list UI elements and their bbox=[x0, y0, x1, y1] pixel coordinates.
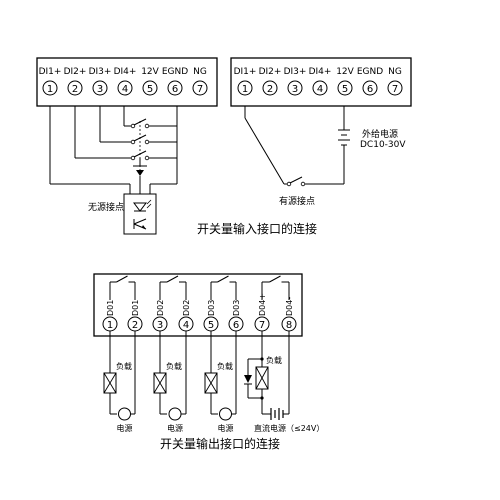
external-power-range: DC10-30V bbox=[360, 140, 406, 150]
output-terminal-label-6: D03 bbox=[232, 300, 241, 316]
passive-contact-label: 无源接点 bbox=[88, 201, 124, 213]
power-source-3 bbox=[219, 407, 232, 421]
input-right-terminal-label-5: 12V bbox=[336, 67, 354, 77]
input-right-terminal-label-3: DI3+ bbox=[284, 67, 307, 77]
active-contact-label: 有源接点 bbox=[279, 195, 315, 207]
optocoupler bbox=[123, 193, 157, 235]
input-left-terminal-number-3: 3 bbox=[97, 84, 103, 95]
output-terminal-number-4: 4 bbox=[183, 320, 189, 331]
output-terminal-block: D01 D01 D02 D02 D03 D03 D04+ D04- 1 2 3 4 5 6 7 8 bbox=[93, 273, 303, 337]
input-caption: 开关量输入接口的连接 bbox=[197, 221, 317, 236]
input-right-terminal-2 bbox=[262, 80, 278, 96]
output-terminal-label-7: D04+ bbox=[258, 293, 267, 316]
input-right-terminal-number-4: 4 bbox=[317, 84, 323, 95]
external-power-label: 外给电源 bbox=[362, 128, 398, 140]
output-terminal-label-2: D01 bbox=[131, 300, 140, 316]
input-right-terminal-6 bbox=[362, 80, 378, 96]
input-left-terminal-3 bbox=[92, 80, 108, 96]
input-left-terminal-label-6: EGND bbox=[162, 67, 188, 77]
input-left-terminal-7 bbox=[192, 80, 208, 96]
input-right-wiring: 有源接点 外给电源 DC10-30V bbox=[244, 106, 406, 207]
input-right-terminal-7 bbox=[387, 80, 403, 96]
input-left-terminal-6 bbox=[167, 80, 183, 96]
output-circuit-4: 负载 bbox=[244, 331, 290, 420]
input-right-terminal-5 bbox=[337, 80, 353, 96]
output-contact-4 bbox=[261, 275, 290, 300]
output-terminal-number-3: 3 bbox=[157, 320, 163, 331]
input-left-terminal-label-1: DI1+ bbox=[39, 67, 62, 77]
input-left-terminal-number-4: 4 bbox=[122, 84, 128, 95]
input-right-terminal-number-5: 5 bbox=[342, 84, 348, 95]
input-left-terminal-number-7: 7 bbox=[197, 84, 203, 95]
input-right-terminal-label-1: DI1+ bbox=[234, 67, 257, 77]
load-label-4: 负载 bbox=[266, 355, 282, 365]
output-terminal-label-8: D04- bbox=[285, 297, 294, 316]
output-terminal-number-1: 1 bbox=[107, 320, 113, 331]
output-terminal-number-5: 5 bbox=[208, 320, 214, 331]
output-terminal-label-5: D03 bbox=[207, 300, 216, 316]
input-right-terminal-number-2: 2 bbox=[267, 84, 273, 95]
input-right-terminal-label-7: NG bbox=[388, 67, 402, 77]
load-label-3: 负载 bbox=[217, 361, 233, 371]
flyback-diode bbox=[244, 375, 252, 383]
power-source-1 bbox=[118, 407, 131, 421]
input-left-terminal-1 bbox=[42, 80, 58, 96]
output-terminal-label-1: D01 bbox=[106, 300, 115, 316]
input-right-terminal-number-6: 6 bbox=[367, 84, 373, 95]
output-terminal-number-7: 7 bbox=[259, 320, 265, 331]
input-right-terminal-1 bbox=[237, 80, 253, 96]
input-left-wiring: 无源接点 bbox=[49, 106, 178, 235]
output-caption: 开关量输出接口的连接 bbox=[160, 436, 280, 451]
input-left-terminal-label-5: 12V bbox=[141, 67, 159, 77]
input-left-terminal-4 bbox=[117, 80, 133, 96]
output-terminal-number-2: 2 bbox=[132, 320, 138, 331]
input-right-terminal-3 bbox=[287, 80, 303, 96]
input-right-terminal-label-4: DI4+ bbox=[309, 67, 332, 77]
output-box bbox=[93, 273, 303, 337]
input-left-terminal-5 bbox=[142, 80, 158, 96]
input-left-terminal-2 bbox=[67, 80, 83, 96]
input-right-terminal-label-6: EGND bbox=[357, 67, 383, 77]
input-left-terminal-label-7: NG bbox=[193, 67, 207, 77]
output-terminal-label-3: D02 bbox=[156, 300, 165, 316]
input-left-terminal-label-4: DI4+ bbox=[114, 67, 137, 77]
output-contact-2 bbox=[159, 275, 187, 300]
power-label-3: 电源 bbox=[218, 423, 234, 433]
output-terminal-number-6: 6 bbox=[233, 320, 239, 331]
load-label-2: 负载 bbox=[166, 361, 182, 371]
input-left-terminal-number-5: 5 bbox=[147, 84, 153, 95]
dc-power-label: 直流电源（≤24V） bbox=[254, 423, 324, 433]
input-right-terminal-number-3: 3 bbox=[292, 84, 298, 95]
output-contact-3 bbox=[210, 275, 237, 300]
input-right-terminal-number-1: 1 bbox=[242, 84, 248, 95]
input-left-terminal-label-2: DI2+ bbox=[64, 67, 87, 77]
output-terminal-number-8: 8 bbox=[286, 320, 292, 331]
input-right-terminal-number-7: 7 bbox=[392, 84, 398, 95]
input-left-terminal-number-1: 1 bbox=[47, 84, 53, 95]
input-right-terminal-4 bbox=[312, 80, 328, 96]
output-contact-1 bbox=[109, 275, 136, 300]
load-label-1: 负载 bbox=[116, 361, 132, 371]
input-left-terminal-label-3: DI3+ bbox=[89, 67, 112, 77]
output-terminal-label-4: D02 bbox=[182, 300, 191, 316]
input-left-terminal-number-6: 6 bbox=[172, 84, 178, 95]
power-label-1: 电源 bbox=[117, 423, 133, 433]
power-source-2 bbox=[168, 407, 182, 421]
power-label-2: 电源 bbox=[167, 423, 183, 433]
input-right-terminal-label-2: DI2+ bbox=[259, 67, 282, 77]
input-left-terminal-number-2: 2 bbox=[72, 84, 78, 95]
